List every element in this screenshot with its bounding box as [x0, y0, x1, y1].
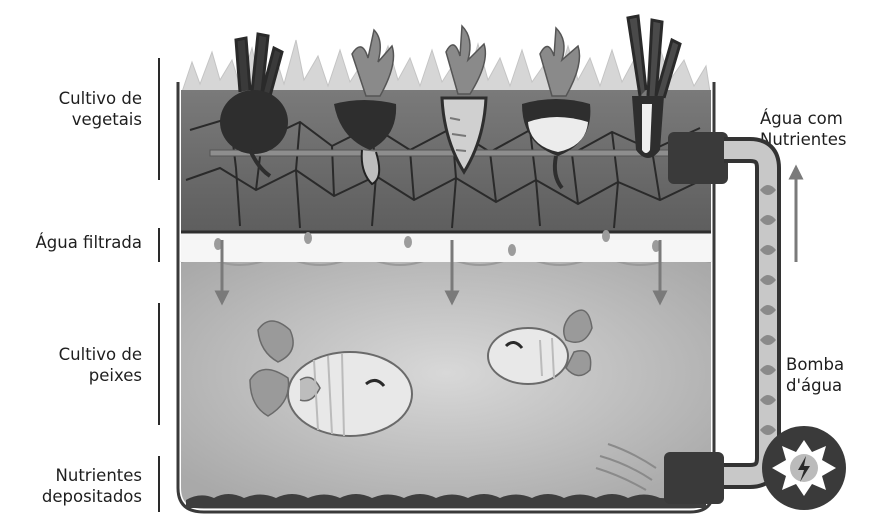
- pump-icon: [762, 426, 846, 510]
- irrigation-pipe: [210, 150, 680, 156]
- pump-housing: [664, 452, 724, 504]
- outlet-box: [668, 132, 728, 184]
- return-pipe: [724, 150, 776, 476]
- filtered-water-layer: [181, 232, 711, 262]
